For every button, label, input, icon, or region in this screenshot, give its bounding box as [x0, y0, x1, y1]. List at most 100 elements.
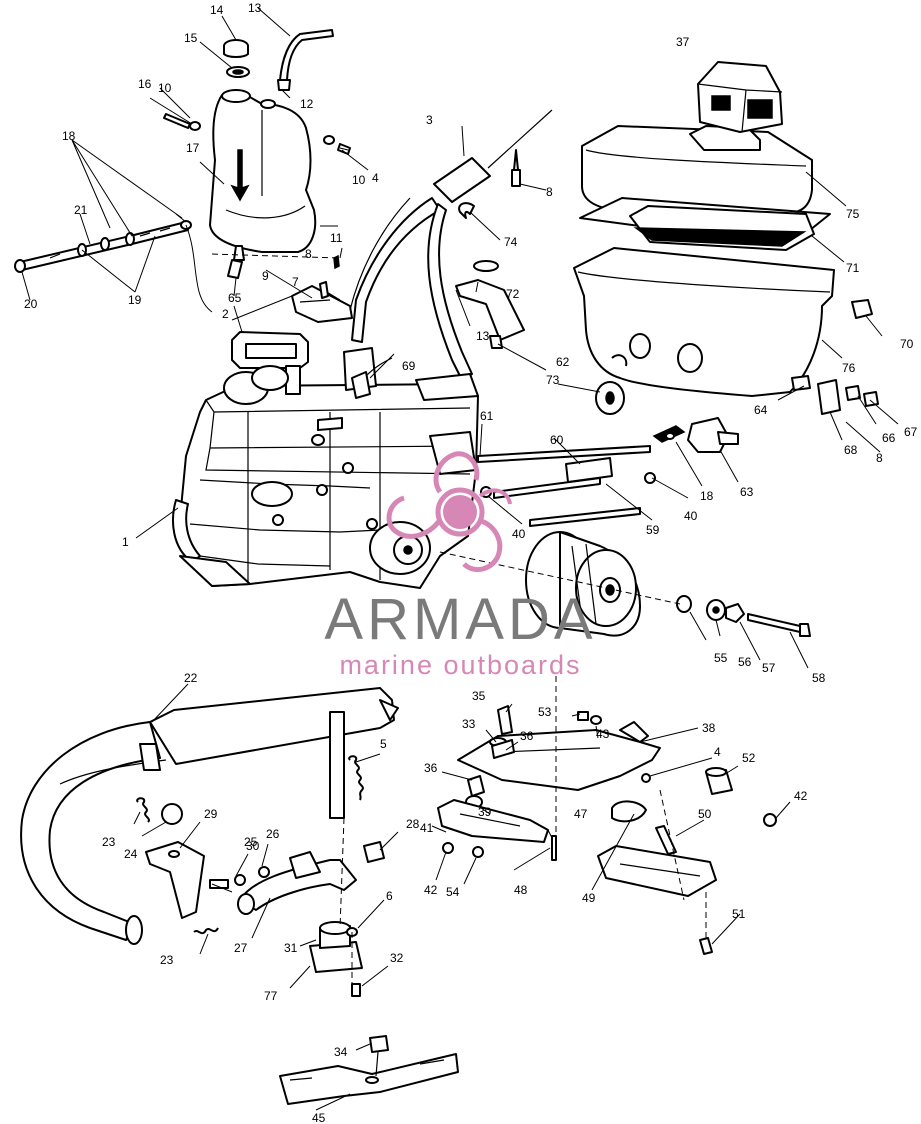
- air-filter-element: [579, 197, 831, 251]
- callout-31: 31: [284, 941, 298, 955]
- rivet-8-tank: [333, 254, 340, 270]
- engine-mount-plate-45: [279, 1053, 459, 1105]
- clamp-49: [611, 800, 647, 823]
- clip-74: [458, 202, 475, 219]
- washer-10: [189, 121, 201, 131]
- callout-75: 75: [846, 207, 860, 221]
- callout-11: 11: [330, 231, 343, 245]
- callout-34: 34: [334, 1045, 348, 1059]
- callout-7: 7: [292, 275, 299, 289]
- callout-50: 50: [698, 807, 712, 821]
- oil-line-to-tank: [185, 224, 213, 313]
- bolt-30: [209, 879, 229, 889]
- callout-52: 52: [742, 751, 756, 765]
- recoil-starter: [525, 531, 641, 637]
- nut-4-lower: [641, 773, 651, 783]
- callout-74: 74: [504, 235, 518, 249]
- muffler-bracket-29: [145, 841, 205, 919]
- callout-45: 45: [312, 1111, 326, 1124]
- gasket-28: [363, 841, 385, 863]
- nut-42-right: [763, 813, 777, 827]
- callout-47: 47: [574, 807, 588, 821]
- exhaust-manifold-27: [237, 851, 357, 915]
- callout-33: 33: [462, 717, 476, 731]
- bolt-32: [351, 983, 361, 997]
- callout-18-left: 18: [62, 129, 76, 143]
- callout-8-cable: 8: [546, 185, 553, 199]
- callout-72: 72: [506, 287, 520, 301]
- callout-1: 1: [122, 535, 129, 549]
- callout-42-left: 42: [424, 883, 438, 897]
- washer-26: [258, 866, 270, 878]
- nut-57: [725, 603, 745, 623]
- callout-37: 37: [676, 35, 690, 49]
- brand-tagline: marine outboards: [339, 650, 582, 680]
- callout-68: 68: [844, 443, 858, 457]
- callout-8-airbox: 8: [876, 451, 883, 465]
- foam-intake-37: [697, 61, 783, 133]
- callout-26: 26: [266, 827, 280, 841]
- air-silencer-base: [573, 247, 835, 397]
- isolator-36: [467, 775, 485, 797]
- spring-23-left: [136, 797, 150, 823]
- spacer-36: [491, 739, 515, 759]
- callout-41: 41: [420, 821, 434, 835]
- washer-43: [590, 715, 602, 725]
- callout-56: 56: [738, 655, 752, 669]
- tank-cap: [223, 39, 250, 78]
- callout-38: 38: [702, 721, 716, 735]
- callout-36-left: 36: [424, 761, 438, 775]
- bolt-53: [577, 711, 589, 721]
- callout-59: 59: [646, 523, 660, 537]
- vent-hose: [277, 29, 334, 91]
- callout-2: 2: [222, 307, 229, 321]
- callout-54: 54: [446, 885, 460, 899]
- callout-10-right: 10: [352, 173, 366, 187]
- callout-4-lower: 4: [714, 745, 721, 759]
- callout-9: 9: [262, 269, 269, 283]
- callout-4: 4: [372, 171, 379, 185]
- callout-29: 29: [204, 807, 218, 821]
- callout-10-left: 10: [158, 81, 172, 95]
- callout-40-left: 40: [512, 527, 526, 541]
- callout-32: 32: [390, 951, 404, 965]
- leader-lines: [133, 7, 899, 1111]
- callout-24: 24: [124, 847, 138, 861]
- spring-23-lower: [193, 927, 219, 935]
- exhaust-outlet-31: [309, 921, 363, 973]
- callout-53: 53: [538, 705, 552, 719]
- callout-55: 55: [714, 651, 728, 665]
- spacer-55: [676, 595, 692, 613]
- callout-66: 66: [882, 431, 896, 445]
- callout-27: 27: [234, 941, 248, 955]
- callout-51: 51: [732, 907, 746, 921]
- callout-60: 60: [550, 433, 564, 447]
- callout-8-tank: 8: [305, 247, 312, 261]
- callout-3: 3: [426, 113, 433, 127]
- bracket-plate-41: [437, 799, 549, 843]
- callout-23-lower: 23: [160, 953, 174, 967]
- fuel-pump: [652, 417, 739, 453]
- callout-57: 57: [762, 661, 776, 675]
- callout-13-top: 13: [248, 1, 262, 15]
- callout-5: 5: [380, 737, 387, 751]
- clip-8-top: [511, 149, 521, 187]
- callout-22: 22: [184, 671, 198, 685]
- callout-43: 43: [596, 727, 610, 741]
- callout-67: 67: [904, 425, 918, 439]
- brand-name: ARMADA: [324, 587, 597, 652]
- callout-17: 17: [186, 141, 200, 155]
- callout-49: 49: [582, 891, 596, 905]
- callout-13-cable: 13: [476, 329, 490, 343]
- callout-63: 63: [740, 485, 754, 499]
- callout-71: 71: [846, 261, 860, 275]
- callout-70: 70: [900, 337, 914, 351]
- base-plate-50: [597, 845, 717, 897]
- oil-tank: [209, 89, 317, 279]
- callout-36-top: 36: [520, 729, 534, 743]
- bolt-7: [319, 281, 329, 299]
- oil-line-assembly: [14, 220, 192, 273]
- bolt-34: [369, 1035, 389, 1053]
- callout-labels: 1 2 3 4 4 5 6 7 8 8 8 9 10 10 11 12 13 1…: [24, 1, 918, 1124]
- callout-18-right: 18: [700, 489, 714, 503]
